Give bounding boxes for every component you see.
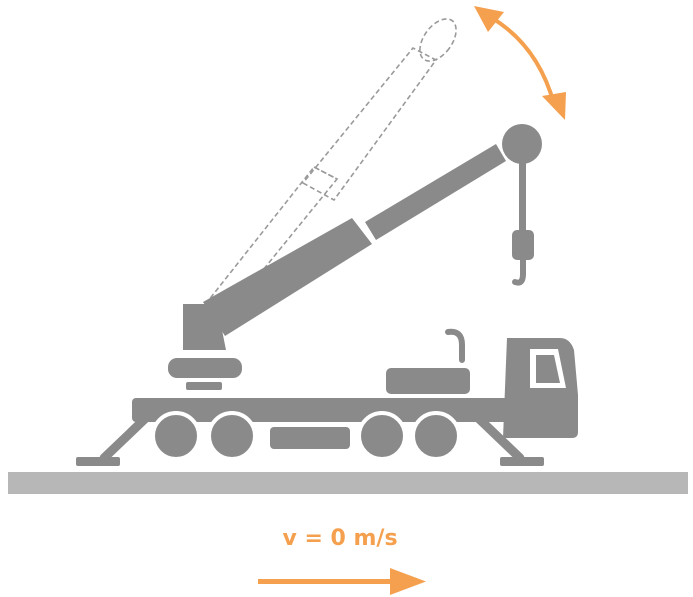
hook xyxy=(512,158,534,286)
chassis xyxy=(132,328,515,449)
outriggers xyxy=(76,409,544,466)
boom xyxy=(203,124,542,336)
velocity-label: v = 0 m/s xyxy=(282,526,398,551)
raised-boom-outline xyxy=(206,18,457,315)
right-outrigger xyxy=(469,409,544,466)
turret xyxy=(168,304,242,390)
wheel xyxy=(151,411,201,461)
ground xyxy=(8,472,688,494)
left-outrigger xyxy=(76,409,155,466)
right-arrow-icon xyxy=(258,568,426,595)
wheel xyxy=(357,411,407,461)
wheel xyxy=(411,411,461,461)
curved-double-arrow-icon xyxy=(474,6,566,120)
wheel xyxy=(207,411,257,461)
cab xyxy=(503,338,578,438)
wheels xyxy=(151,411,461,461)
boom-tip-pulley xyxy=(502,124,542,164)
